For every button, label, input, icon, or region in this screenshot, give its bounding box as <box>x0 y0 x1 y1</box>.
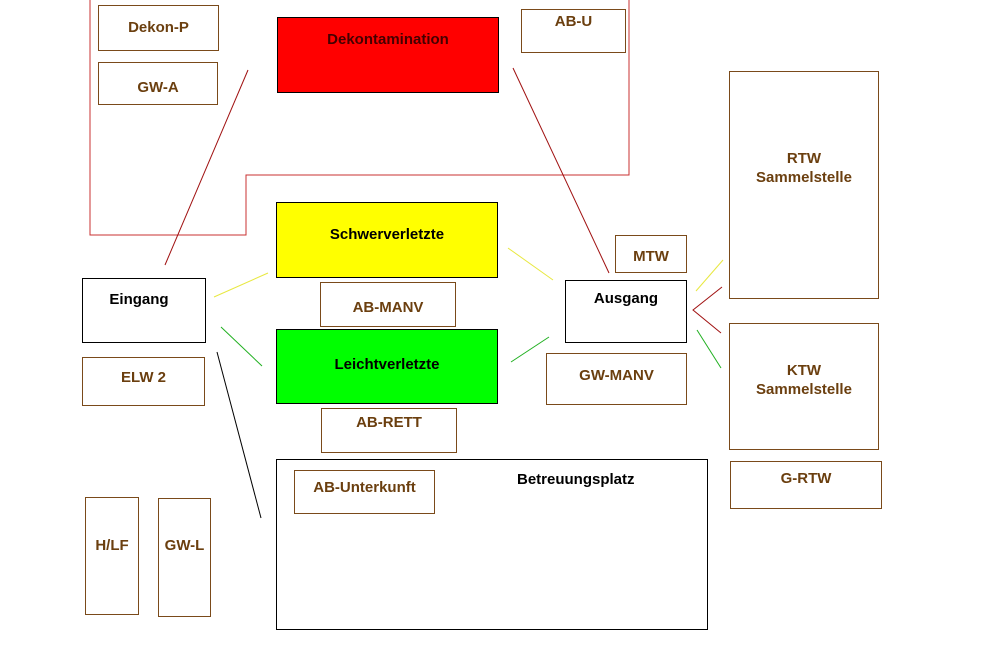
dekontamination-area: Dekontamination <box>277 17 499 93</box>
label: Eingang <box>109 291 169 308</box>
betreuungsplatz-area: Betreuungsplatz <box>276 459 708 630</box>
label: GW-MANV <box>579 367 654 384</box>
line-ausgang-rtw-yellow <box>695 259 724 292</box>
line-dekon-ausgang <box>512 67 610 274</box>
label: AB-RETT <box>356 414 422 431</box>
dekon-zone-outline <box>89 0 630 236</box>
elw2-box: ELW 2 <box>82 357 205 406</box>
line-eingang-leicht <box>220 326 263 367</box>
line-ausgang-red <box>692 286 723 334</box>
label: Betreuungsplatz <box>517 471 635 488</box>
label: AB-U <box>554 13 593 30</box>
rtw-sammelstelle-box: RTW Sammelstelle <box>729 71 879 299</box>
gw-a-box: GW-A <box>98 62 218 105</box>
label: MTW <box>633 248 669 265</box>
ab-u-box: AB-U <box>521 9 626 53</box>
label: Sammelstelle <box>756 169 852 186</box>
ab-manv-box: AB-MANV <box>320 282 456 327</box>
label: GW-A <box>137 79 179 96</box>
label: Schwerverletzte <box>329 226 445 243</box>
eingang-box: Eingang <box>82 278 206 343</box>
label: Dekon-P <box>128 19 189 36</box>
dekon-p-box: Dekon-P <box>98 5 219 51</box>
ausgang-box: Ausgang <box>565 280 687 343</box>
label: Sammelstelle <box>756 381 852 398</box>
line-leicht-ausgang <box>510 336 550 363</box>
mtw-box: MTW <box>615 235 687 273</box>
label: ELW 2 <box>120 369 166 386</box>
g-rtw-box: G-RTW <box>730 461 882 509</box>
line-ausgang-ktw-green <box>696 329 722 369</box>
label: Dekontamination <box>327 31 449 48</box>
line-eingang-dekon <box>164 69 249 266</box>
line-eingang-schwer <box>213 272 269 298</box>
leichtverletzte-area: Leichtverletzte <box>276 329 498 404</box>
line-eingang-betreuung <box>216 351 262 519</box>
hlf-box: H/LF <box>85 497 139 615</box>
label: GW-L <box>164 537 205 554</box>
ab-unterkunft-box: AB-Unterkunft <box>294 470 435 514</box>
gw-l-box: GW-L <box>158 498 211 617</box>
ktw-sammelstelle-box: KTW Sammelstelle <box>729 323 879 450</box>
label: RTW <box>786 150 822 167</box>
line-schwer-ausgang <box>507 247 554 281</box>
label: AB-MANV <box>352 299 424 316</box>
label: KTW <box>786 362 822 379</box>
label: Leichtverletzte <box>334 356 440 373</box>
ab-rett-box: AB-RETT <box>321 408 457 453</box>
label: H/LF <box>95 537 129 554</box>
label: G-RTW <box>780 470 832 487</box>
label: Ausgang <box>593 290 659 307</box>
gw-manv-box: GW-MANV <box>546 353 687 405</box>
label: AB-Unterkunft <box>313 479 416 496</box>
schwerverletzte-area: Schwerverletzte <box>276 202 498 278</box>
